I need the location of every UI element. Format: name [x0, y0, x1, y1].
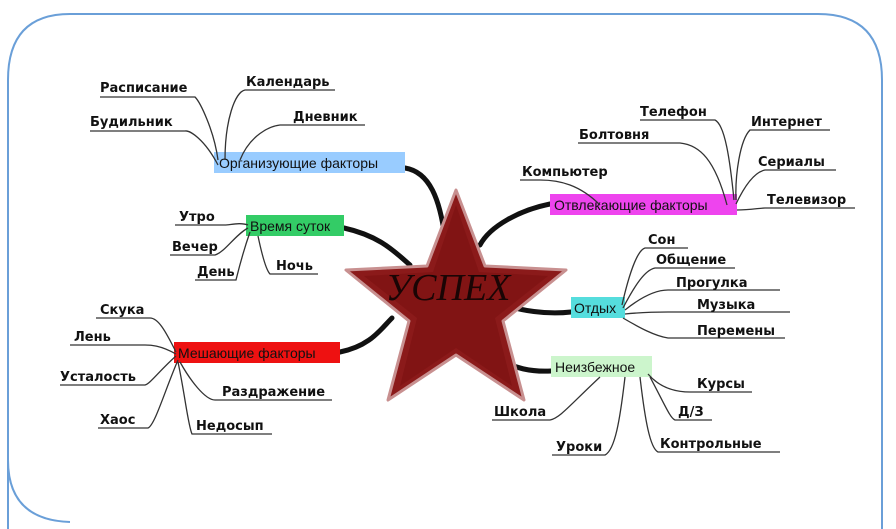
category-inev: Неизбежное [555, 359, 635, 375]
item-rest-3: Музыка [697, 298, 755, 313]
item-rest-4: Перемены [697, 324, 775, 339]
item-hind-2: Усталость [60, 370, 136, 385]
item-org-0: Расписание [100, 81, 188, 96]
connector-time [341, 225, 413, 268]
item-hind-0: Скука [100, 303, 144, 318]
item-dist-4: Сериалы [758, 155, 825, 170]
category-box-rest [571, 297, 625, 318]
connector-hind [337, 315, 395, 355]
item-dist-0: Телефон [640, 105, 707, 120]
category-org: Организующие факторы [219, 155, 378, 171]
item-dist-1: Болтовня [579, 128, 649, 143]
item-inev-4: Контрольные [660, 437, 762, 452]
item-inev-3: Уроки [556, 440, 602, 455]
category-time: Время суток [250, 218, 331, 234]
item-rest-1: Общение [656, 253, 726, 268]
category-box-inev [551, 356, 652, 377]
item-dist-3: Компьютер [522, 165, 608, 180]
item-hind-1: Лень [74, 330, 111, 345]
item-time-0: Утро [179, 210, 215, 225]
category-box-dist [550, 194, 737, 215]
center-label: УСПЕХ [386, 267, 513, 309]
item-rest-2: Прогулка [676, 276, 748, 291]
item-time-1: Вечер [172, 240, 218, 255]
category-box-hind [174, 342, 340, 363]
item-hind-4: Раздражение [222, 385, 325, 400]
item-time-3: Ночь [276, 259, 313, 274]
category-hind: Мешающие факторы [178, 345, 316, 361]
item-org-1: Календарь [246, 75, 330, 90]
item-inev-2: Д/З [678, 405, 704, 420]
item-dist-2: Интернет [751, 115, 822, 130]
item-org-3: Дневник [293, 110, 358, 125]
item-inev-1: Школа [494, 405, 546, 420]
item-org-2: Будильник [90, 115, 173, 130]
item-hind-5: Недосып [196, 419, 264, 434]
category-dist: Отвлекающие факторы [554, 197, 708, 213]
item-rest-0: Сон [648, 233, 675, 248]
category-box-time [246, 215, 344, 236]
item-dist-5: Телевизор [767, 193, 846, 208]
item-hind-3: Хаос [100, 413, 135, 428]
item-time-2: День [197, 265, 235, 280]
connector-dist [477, 201, 553, 248]
item-inev-0: Курсы [697, 377, 745, 392]
category-rest: Отдых [574, 300, 616, 316]
category-box-org [214, 152, 405, 173]
